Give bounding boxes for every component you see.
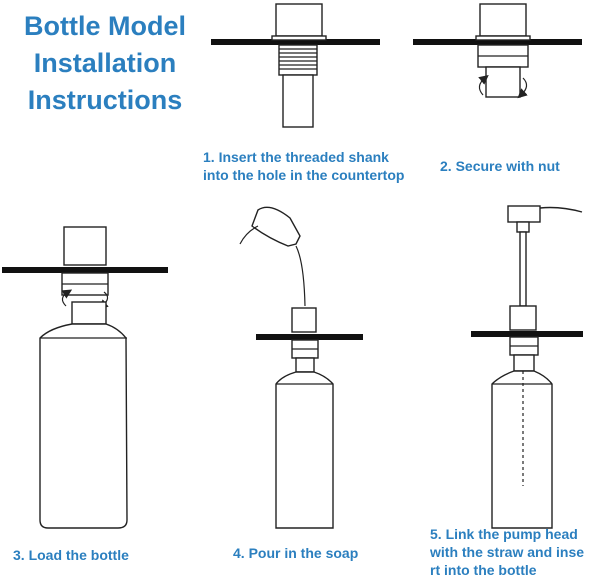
dispenser-collar	[509, 305, 537, 331]
step-1-line-1: 1. Insert the threaded shank	[203, 149, 389, 165]
step-5-caption: 5. Link the pump head with the straw and…	[430, 525, 584, 579]
step-3-line-1: 3. Load the bottle	[13, 547, 129, 563]
step-5-illustration	[471, 205, 583, 529]
step-4-illustration	[239, 206, 363, 529]
pump-straw	[519, 231, 527, 307]
soap-stream	[295, 245, 306, 307]
title-line-1: Bottle Model	[24, 11, 186, 41]
step-4-caption: 4. Pour in the soap	[233, 544, 358, 562]
step-4-line-1: 4. Pour in the soap	[233, 545, 359, 561]
title-line-2: Installation	[33, 48, 177, 78]
step-5-line-3: rt into the bottle	[430, 562, 537, 578]
countertop	[413, 39, 582, 45]
step-3-caption: 3. Load the bottle	[13, 546, 129, 564]
step-2-line-1: 2. Secure with nut	[440, 158, 560, 174]
soap-refill-bottle	[251, 206, 301, 247]
soap-bottle	[39, 323, 128, 529]
soap-bottle	[275, 371, 334, 529]
soap-bottle	[491, 370, 553, 529]
step-5-line-1: 5. Link the pump head	[430, 526, 578, 542]
step-1-line-2: into the hole in the countertop	[203, 167, 405, 183]
dispenser-collar	[275, 3, 323, 37]
dispenser-collar	[63, 226, 107, 266]
shank-tube	[282, 74, 314, 128]
collar-flange	[271, 35, 327, 41]
step-1-illustration	[211, 3, 380, 128]
pump-head	[507, 205, 541, 223]
countertop	[2, 267, 168, 273]
step-2-illustration	[413, 3, 582, 99]
bottle-neck	[295, 357, 315, 373]
step-5-line-2: with the straw and inse	[430, 544, 585, 560]
countertop	[211, 39, 380, 45]
countertop	[471, 331, 583, 337]
bottle-cap-edge	[239, 225, 259, 245]
countertop	[256, 334, 363, 340]
collar-flange	[475, 35, 531, 41]
page-title: Bottle Model Installation Instructions	[10, 8, 200, 119]
step-3-illustration	[2, 226, 168, 529]
rotate-arrow-right-icon	[517, 77, 528, 99]
bottle-neck	[513, 354, 535, 372]
step-2-caption: 2. Secure with nut	[440, 157, 560, 175]
dispenser-collar	[479, 3, 527, 37]
shank-tube	[485, 66, 521, 98]
step-1-caption: 1. Insert the threaded shank into the ho…	[203, 148, 404, 184]
rotate-arrow-left-icon	[61, 289, 73, 307]
title-line-3: Instructions	[27, 85, 183, 115]
threaded-shank	[278, 44, 318, 76]
rotate-arrow-left-icon	[478, 74, 489, 96]
dispenser-opening	[291, 307, 317, 333]
pump-neck	[516, 221, 530, 233]
bottle-neck	[71, 301, 107, 325]
